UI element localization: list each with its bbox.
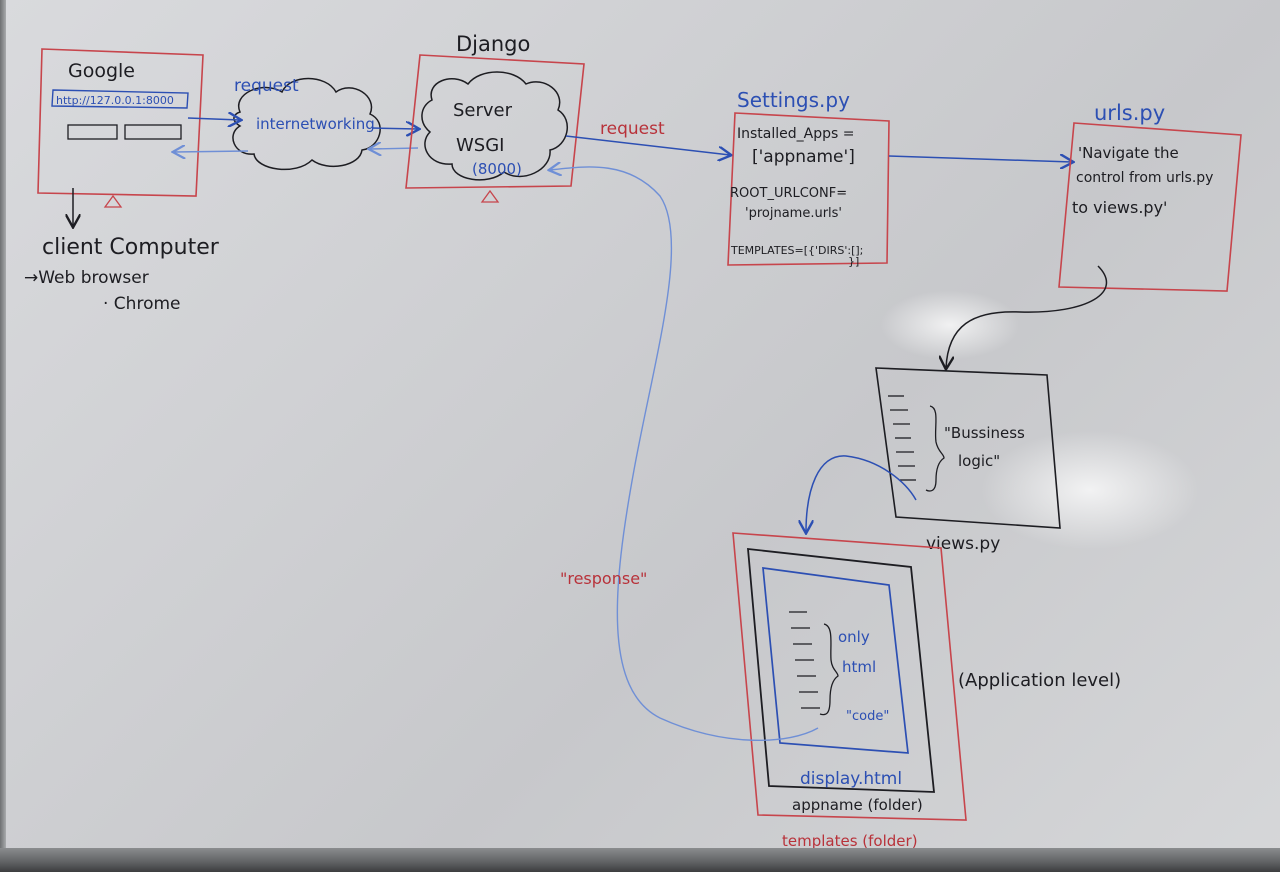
django-title: Django: [456, 32, 530, 56]
urls-note-line2: control from urls.py: [1076, 170, 1213, 186]
business-logic-line2: logic": [958, 452, 1000, 470]
request-arrow-to-server: [371, 128, 418, 129]
browser-button: [67, 124, 118, 140]
board-frame-left: [0, 0, 6, 872]
port-label: (8000): [472, 160, 522, 178]
server-label: Server: [453, 100, 513, 121]
views-code-lines: [888, 395, 916, 481]
urls-note-line1: 'Navigate the: [1078, 144, 1179, 162]
installed-apps-label: Installed_Apps =: [737, 126, 854, 142]
template-brace: [819, 623, 839, 716]
views-brace: [925, 405, 945, 492]
browser-url: http://127.0.0.1:8000: [56, 94, 174, 107]
display-html-label: display.html: [800, 769, 902, 789]
urls-note-line3: to views.py': [1072, 198, 1167, 217]
browser-button: [124, 124, 182, 140]
only-html-code-line1: only: [838, 628, 870, 646]
internet-cloud: [232, 77, 381, 171]
template-code-lines: [789, 611, 820, 709]
application-level-label: (Application level): [958, 670, 1121, 691]
request-label-server: request: [600, 119, 665, 139]
templates-close: }]: [848, 255, 859, 268]
browser-tab-title: Google: [68, 60, 135, 82]
views-label: views.py: [926, 534, 1000, 554]
chrome-label: · Chrome: [103, 294, 181, 314]
appname-value: ['appname']: [752, 147, 855, 167]
request-arrow-to-settings: [565, 135, 730, 155]
arrow-views-to-template: [806, 455, 917, 532]
appname-folder-box: [747, 547, 936, 793]
client-browser-box: Google http://127.0.0.1:8000: [37, 48, 204, 208]
settings-box: [727, 112, 890, 266]
templates-setting: TEMPLATES=[{'DIRS':[];: [730, 244, 863, 257]
root-urlconf-label: ROOT_URLCONF=: [730, 186, 847, 201]
board-frame-bottom: [0, 848, 1280, 872]
urls-title: urls.py: [1094, 101, 1165, 125]
business-logic-line1: "Bussiness: [944, 424, 1025, 442]
response-label: "response": [560, 569, 647, 588]
only-html-code-line2: html: [842, 658, 876, 676]
views-box: [875, 367, 1061, 529]
display-html-box: [762, 567, 909, 754]
appname-folder-label: appname (folder): [792, 796, 923, 814]
server-cloud: [421, 71, 568, 181]
request-arrow-to-cloud: [187, 118, 240, 120]
django-box: [405, 54, 585, 189]
response-arrow-to-client: [174, 151, 249, 152]
client-computer-label: client Computer: [42, 235, 220, 260]
response-curve: [550, 167, 819, 742]
urls-box: [1058, 122, 1242, 292]
only-html-code-line3: "code": [846, 709, 889, 724]
light-glare: [980, 430, 1200, 550]
request-label-client: request: [234, 76, 299, 96]
templates-folder-label: templates (folder): [782, 832, 918, 850]
wsgi-label: WSGI: [456, 135, 504, 156]
templates-folder-box: [732, 532, 967, 821]
web-browser-label: →Web browser: [24, 268, 149, 288]
arrow-urls-to-views: [946, 265, 1108, 368]
settings-title: Settings.py: [737, 88, 850, 112]
internetworking-label: internetworking: [256, 115, 375, 133]
projname-urls-value: 'projname.urls': [745, 206, 842, 221]
light-glare: [880, 290, 1020, 360]
arrow-settings-to-urls: [888, 156, 1072, 162]
